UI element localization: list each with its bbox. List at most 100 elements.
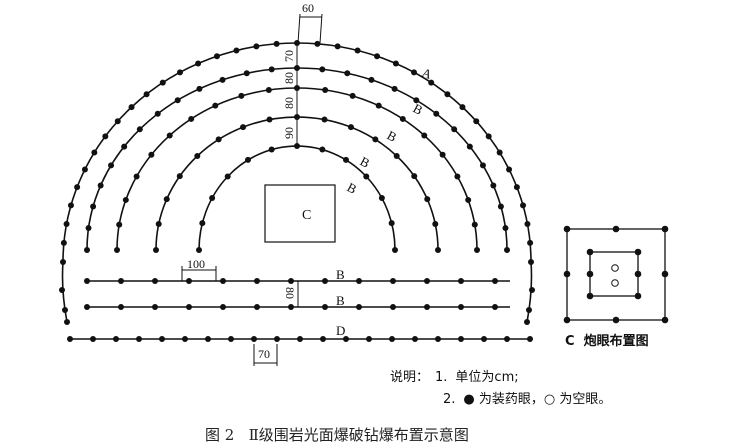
charged-hole xyxy=(563,316,571,324)
charged-hole xyxy=(399,115,406,122)
charged-hole xyxy=(378,195,385,201)
charged-hole xyxy=(268,146,275,153)
charged-hole xyxy=(474,247,480,253)
charged-hole xyxy=(90,203,97,210)
notes-title: 说明： xyxy=(390,370,430,385)
charged-hole xyxy=(421,132,428,139)
charged-hole xyxy=(529,287,535,293)
charged-hole xyxy=(186,278,192,284)
charged-hole xyxy=(154,110,161,117)
charged-hole xyxy=(81,166,88,173)
charged-hole xyxy=(356,278,362,284)
charged-hole xyxy=(314,40,321,47)
charged-hole xyxy=(374,53,381,60)
charged-hole xyxy=(320,336,326,342)
charged-hole xyxy=(274,336,280,342)
charged-hole xyxy=(176,173,183,180)
charged-hole xyxy=(228,336,234,342)
charged-hole xyxy=(349,92,356,99)
charged-hole xyxy=(428,79,435,86)
charged-hole xyxy=(520,202,527,209)
charged-hole xyxy=(473,118,480,125)
dimension-line-spacing xyxy=(181,266,217,281)
dim-bottom-spacing: 70 xyxy=(258,347,270,361)
charged-hole xyxy=(481,336,487,342)
charged-hole xyxy=(97,182,104,189)
charged-hole xyxy=(199,220,206,227)
charged-hole xyxy=(506,166,513,173)
charged-hole xyxy=(458,336,464,342)
charged-hole xyxy=(471,221,478,228)
charged-hole xyxy=(479,162,486,169)
charged-hole xyxy=(148,151,155,158)
charged-hole xyxy=(196,247,202,253)
box-label: C xyxy=(302,208,311,223)
charged-hole xyxy=(74,184,81,191)
figure-caption: 图 2 Ⅱ级围岩光面爆破钻爆布置示意图 xyxy=(205,426,469,444)
charged-hole xyxy=(388,220,395,227)
charged-hole xyxy=(435,336,441,342)
charged-hole xyxy=(391,85,398,92)
charged-hole xyxy=(251,336,257,342)
charged-hole xyxy=(288,278,294,284)
charged-hole xyxy=(114,247,120,253)
charged-hole xyxy=(490,182,497,189)
blastholes xyxy=(59,40,535,342)
charged-hole xyxy=(412,336,418,342)
charged-hole xyxy=(334,43,341,50)
charged-hole xyxy=(220,278,226,284)
charged-hole xyxy=(62,307,68,313)
charged-hole xyxy=(392,247,398,253)
charged-hole xyxy=(496,149,503,156)
charged-hole xyxy=(356,304,362,310)
charged-hole xyxy=(524,319,530,325)
charged-hole xyxy=(504,247,510,253)
label-ring-outer: A xyxy=(420,65,435,83)
detail-c xyxy=(563,225,669,324)
charged-hole xyxy=(121,143,128,150)
charged-hole xyxy=(152,304,158,310)
dimension-top xyxy=(297,13,323,44)
dim-gap-1: 70 xyxy=(282,50,296,62)
charged-hole xyxy=(155,221,162,228)
charged-hole xyxy=(612,225,620,233)
charged-hole xyxy=(527,239,534,246)
charged-hole xyxy=(118,278,124,284)
charged-hole xyxy=(128,104,135,111)
charged-hole xyxy=(411,69,417,76)
charged-hole xyxy=(118,304,124,310)
charged-hole xyxy=(91,149,98,156)
charged-hole xyxy=(634,292,642,300)
notes-item2-num: 2. xyxy=(443,392,456,407)
charged-hole xyxy=(85,225,92,232)
charged-hole xyxy=(64,319,70,325)
label-ring-4: B xyxy=(358,153,373,170)
notes-item1: 单位为cm; xyxy=(455,370,519,385)
charged-hole xyxy=(233,47,240,54)
charged-hole xyxy=(392,60,399,67)
charged-hole xyxy=(524,220,531,227)
charged-hole xyxy=(393,152,400,159)
charged-hole xyxy=(209,195,216,201)
charged-hole xyxy=(59,287,65,293)
charged-hole xyxy=(322,86,329,93)
dim-line-spacing: 100 xyxy=(187,257,205,271)
charged-hole xyxy=(205,336,211,342)
charged-hole xyxy=(563,225,571,233)
charged-hole xyxy=(196,85,203,92)
charged-hole xyxy=(390,304,396,310)
charged-hole xyxy=(212,102,219,109)
charged-hole xyxy=(634,270,642,278)
charged-hole xyxy=(63,220,70,227)
empty-hole xyxy=(611,264,619,272)
charged-hole xyxy=(159,79,166,86)
charged-hole xyxy=(432,221,439,228)
charged-hole xyxy=(174,97,181,104)
charged-hole xyxy=(424,304,430,310)
charged-hole xyxy=(458,278,464,284)
charged-hole xyxy=(504,336,510,342)
charged-hole xyxy=(354,47,361,54)
charged-hole xyxy=(297,336,303,342)
charged-hole xyxy=(67,202,74,209)
